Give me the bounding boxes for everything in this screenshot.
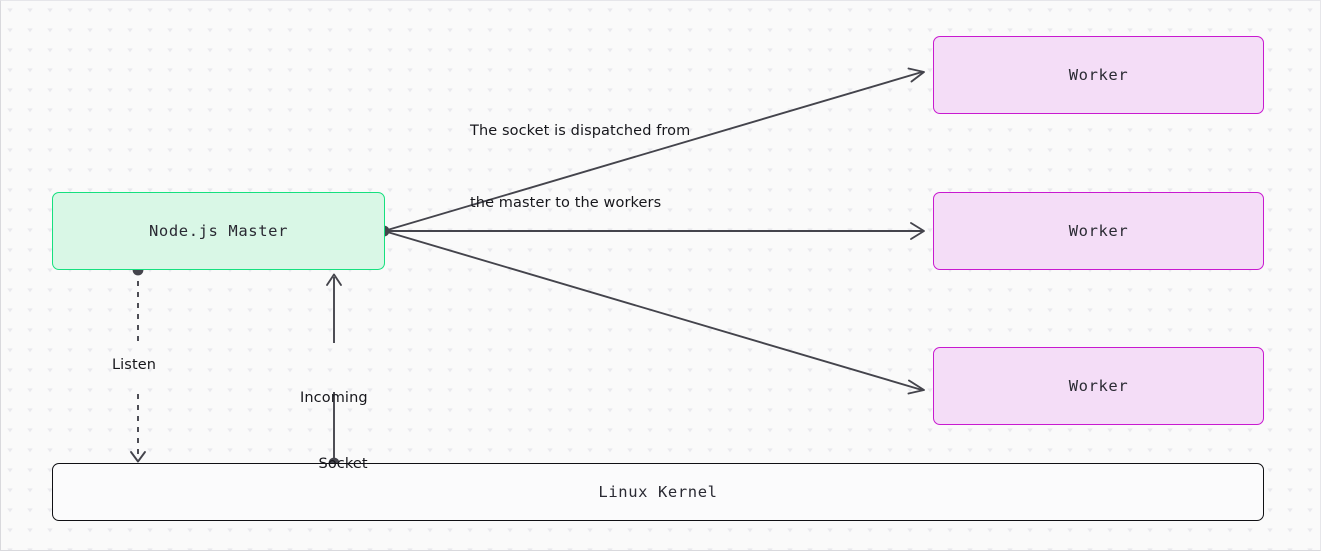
node-worker-3[interactable]: Worker [933,347,1264,425]
edge-label-incoming-socket: Incoming Socket [300,343,368,519]
edge-label-listen: Listen [112,357,157,373]
annotation-dispatch-note: The socket is dispatched from the master… [470,71,690,263]
node-label-worker-2: Worker [1068,222,1129,240]
annotation-dispatch-line-2: the master to the workers [470,195,662,211]
node-linux-kernel[interactable]: Linux Kernel [52,463,1264,521]
edge-label-incoming-line-1: Incoming [300,390,368,406]
node-label-worker-1: Worker [1068,66,1129,84]
node-label-kernel: Linux Kernel [598,483,718,501]
node-worker-1[interactable]: Worker [933,36,1264,114]
edge-label-incoming-line-2: Socket [318,456,368,472]
node-worker-2[interactable]: Worker [933,192,1264,270]
annotation-dispatch-line-1: The socket is dispatched from [470,123,691,139]
node-nodejs-master[interactable]: Node.js Master [52,192,385,270]
node-label-master: Node.js Master [148,222,289,240]
node-label-worker-3: Worker [1068,377,1129,395]
